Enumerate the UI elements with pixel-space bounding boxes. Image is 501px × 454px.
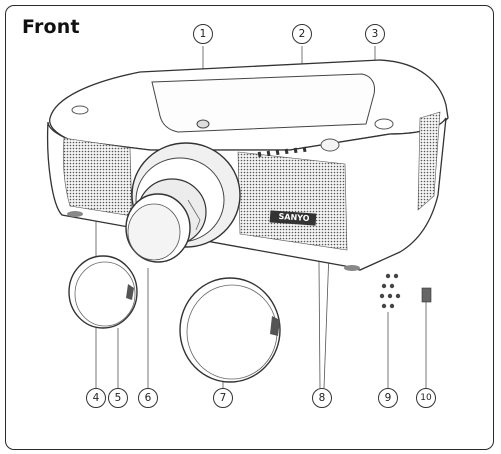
diagram-title: Front (22, 16, 80, 38)
callout-2: 2 (292, 24, 312, 44)
callout-6: 6 (138, 388, 158, 408)
callout-8: 8 (312, 388, 332, 408)
callout-7: 7 (213, 388, 233, 408)
diagram-frame (5, 5, 494, 450)
lens-assembly (125, 142, 241, 263)
callout-4: 4 (86, 388, 106, 408)
large-lens-cap (179, 277, 281, 383)
small-lens-cap (68, 255, 138, 329)
callout-5: 5 (108, 388, 128, 408)
projector-body (46, 59, 449, 309)
callout-1: 1 (193, 24, 213, 44)
callout-3: 3 (365, 24, 385, 44)
callout-10: 10 (416, 388, 436, 408)
callout-9: 9 (378, 388, 398, 408)
